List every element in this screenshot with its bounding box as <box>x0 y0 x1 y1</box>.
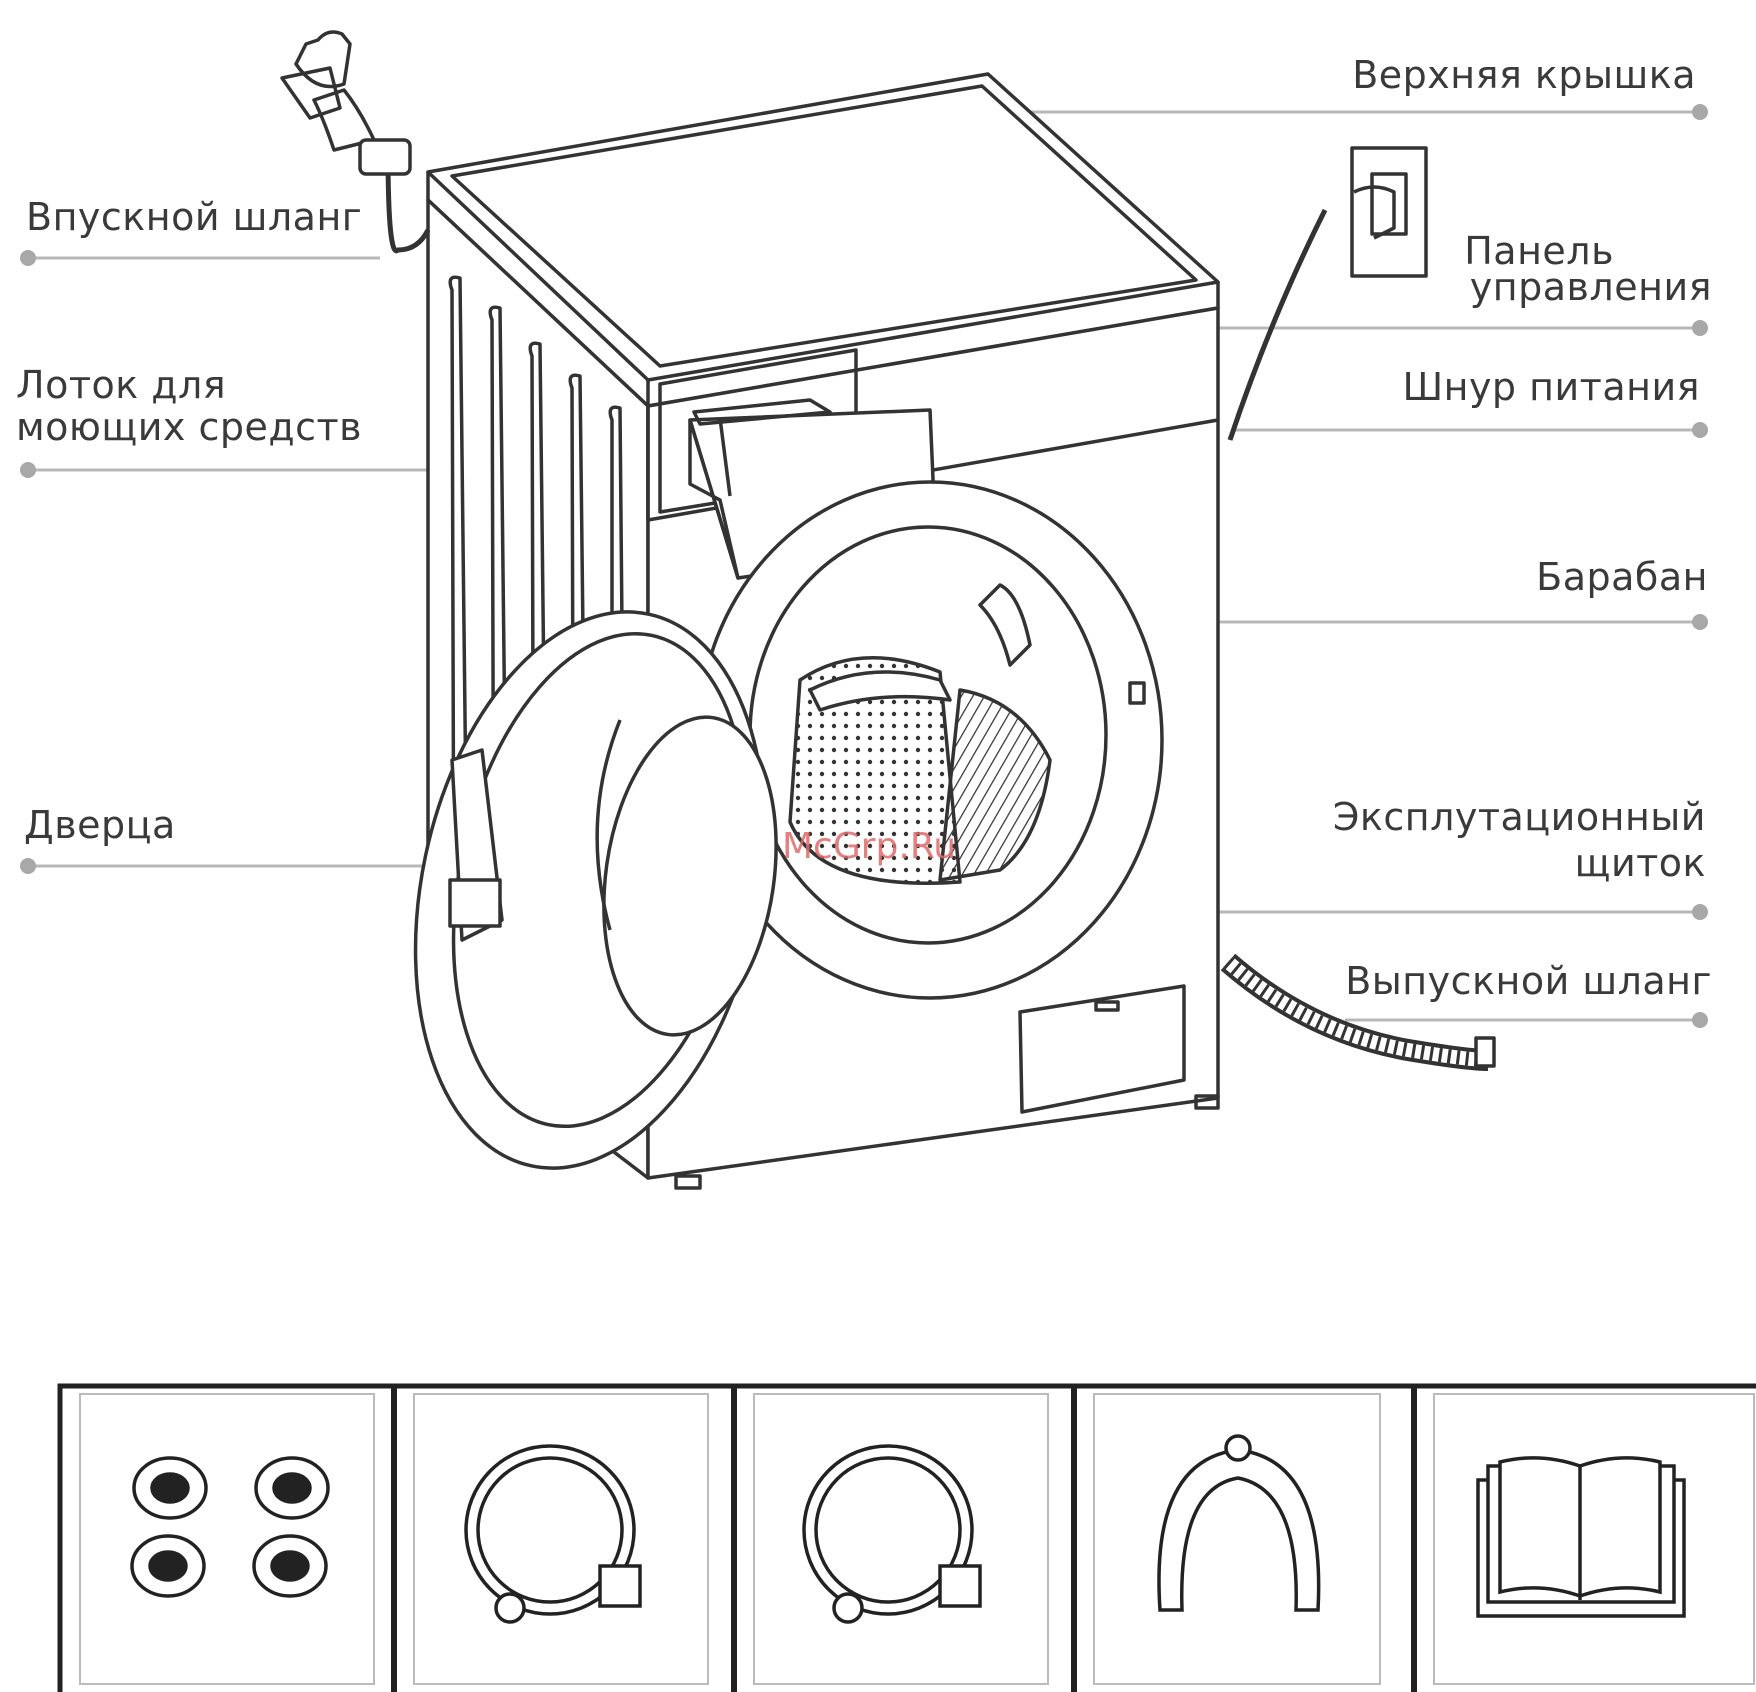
label-control-panel-2: управления <box>1470 266 1712 308</box>
dot-drum <box>1692 614 1708 630</box>
label-detergent-tray-2: моющих средств <box>16 406 362 448</box>
dot-service-panel <box>1692 904 1708 920</box>
washing-machine <box>282 32 1494 1201</box>
label-detergent-tray-1: Лоток для <box>16 364 226 406</box>
label-inlet-hose: Впускной шланг <box>26 196 362 238</box>
dot-door <box>20 858 36 874</box>
dot-drain-hose <box>1692 1012 1708 1028</box>
water-tap <box>282 32 374 150</box>
dot-power-cord <box>1692 422 1708 438</box>
dot-inlet-hose <box>20 250 36 266</box>
hose-coil-icon <box>466 1446 640 1622</box>
label-drum: Барабан <box>1536 556 1708 598</box>
wall-socket <box>1352 148 1426 276</box>
label-drain-hose: Выпускной шланг <box>1345 960 1712 1002</box>
label-service-panel-2: щиток <box>1575 842 1706 884</box>
power-cord <box>1230 210 1325 440</box>
watermark: McGrp.Ru <box>782 826 956 867</box>
dot-detergent-tray <box>20 462 36 478</box>
dot-top-cover <box>1692 104 1708 120</box>
label-service-panel-1: Эксплутационный <box>1333 796 1706 838</box>
feet-pads-icon <box>132 1458 328 1596</box>
manual-book-icon <box>1478 1458 1684 1616</box>
hose-holder-icon <box>1159 1436 1319 1610</box>
label-door: Дверца <box>24 804 176 846</box>
label-top-cover: Верхняя крышка <box>1352 54 1696 96</box>
hose-coil-icon <box>804 1446 980 1622</box>
dot-control-panel <box>1692 320 1708 336</box>
label-power-cord: Шнур питания <box>1402 366 1700 408</box>
